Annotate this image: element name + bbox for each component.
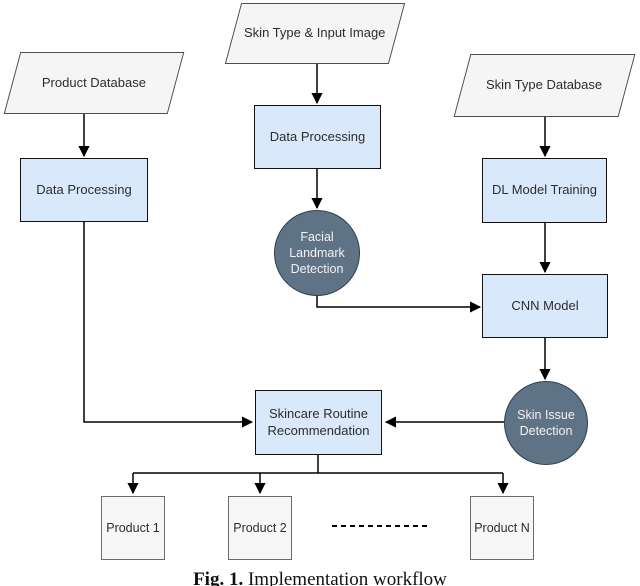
node-label: Data Processing bbox=[269, 128, 366, 144]
node-data-processing-middle: Data Processing bbox=[254, 105, 381, 169]
node-label: Skin Type & Input Image bbox=[244, 25, 386, 41]
node-label: DL Model Training bbox=[491, 182, 597, 198]
node-label: Facial Landmark Detection bbox=[289, 229, 345, 277]
node-label: Data Processing bbox=[36, 181, 132, 197]
node-skin-issue-detection: Skin Issue Detection bbox=[504, 381, 588, 465]
node-skin-type-input-image: Skin Type & Input Image bbox=[224, 3, 406, 64]
node-label: Skin Type Database bbox=[486, 77, 603, 93]
figure-caption-text: Implementation workflow bbox=[247, 569, 447, 586]
node-product-n: Product N bbox=[470, 496, 534, 560]
edge-facial-landmark-to-cnn bbox=[316, 296, 482, 313]
node-label: Skincare Routine Recommendation bbox=[267, 405, 370, 438]
node-label: Product N bbox=[474, 520, 530, 535]
node-product-database: Product Database bbox=[3, 52, 185, 114]
node-skin-type-database: Skin Type Database bbox=[453, 54, 636, 117]
figure-caption-number: Fig. 1. bbox=[193, 569, 244, 586]
node-product-2: Product 2 bbox=[228, 496, 292, 560]
node-label: Product Database bbox=[41, 74, 147, 90]
edge-skincare-fanout-trunk bbox=[133, 455, 503, 474]
node-facial-landmark-detection: Facial Landmark Detection bbox=[274, 210, 360, 296]
edge-dp-left-to-skincare bbox=[83, 222, 254, 428]
node-cnn-model: CNN Model bbox=[482, 274, 608, 338]
node-label: CNN Model bbox=[511, 297, 579, 313]
node-label: Product 2 bbox=[233, 520, 287, 535]
node-dl-model-training: DL Model Training bbox=[482, 158, 607, 223]
node-skincare-routine-recommendation: Skincare Routine Recommendation bbox=[255, 390, 382, 455]
node-label: Skin Issue Detection bbox=[517, 407, 575, 438]
node-label: Product 1 bbox=[106, 520, 160, 535]
node-product-1: Product 1 bbox=[101, 496, 165, 560]
figure-caption: Fig. 1. Implementation workflow bbox=[0, 569, 640, 586]
node-data-processing-left: Data Processing bbox=[20, 158, 148, 222]
